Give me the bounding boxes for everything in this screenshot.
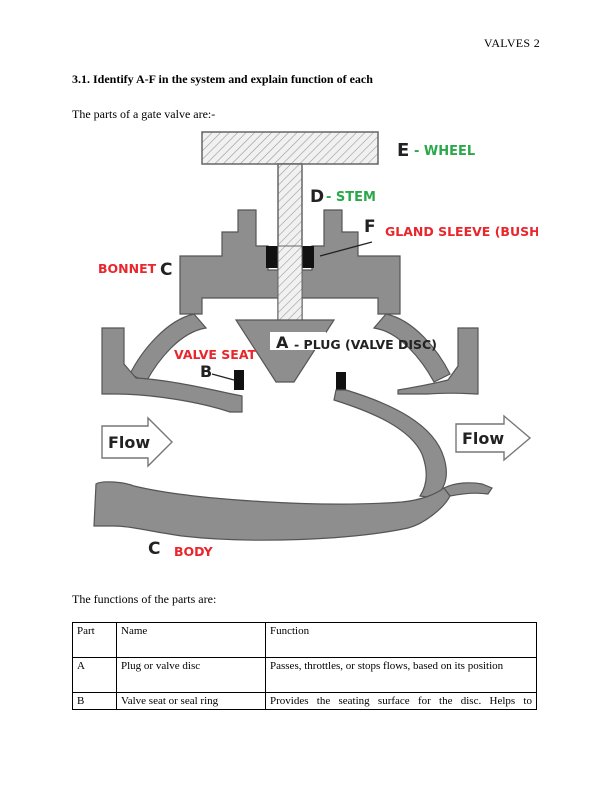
cell-function: Provides the seating surface for the dis… bbox=[265, 692, 537, 710]
gate-valve-diagram: E - WHEEL D - STEM F GLAND SLEEVE (BUSH)… bbox=[72, 128, 538, 572]
label-wheel: - WHEEL bbox=[414, 144, 475, 159]
label-gland-sleeve: GLAND SLEEVE (BUSH) bbox=[385, 224, 538, 239]
table-row: A Plug or valve disc Passes, throttles, … bbox=[72, 657, 537, 693]
label-flow-right: Flow bbox=[462, 429, 504, 448]
label-valve-seat: VALVE SEAT bbox=[174, 347, 257, 362]
running-head: VALVES 2 bbox=[483, 36, 540, 50]
bonnet-left bbox=[179, 209, 279, 315]
parts-function-table: Part Name Function A Plug or valve disc … bbox=[72, 622, 537, 710]
bonnet-right bbox=[301, 209, 401, 315]
seat-pointer bbox=[211, 373, 235, 381]
label-bonnet: BONNET bbox=[98, 261, 157, 276]
gland-pointer bbox=[319, 241, 373, 257]
gland-sleeve-left bbox=[266, 246, 278, 268]
section-heading: 3.1. Identify A-F in the system and expl… bbox=[72, 72, 373, 86]
intro-paragraph: The parts of a gate valve are:- bbox=[72, 107, 216, 121]
label-plug: - PLUG (VALVE DISC) bbox=[294, 337, 437, 352]
label-stem: - STEM bbox=[326, 190, 376, 205]
label-body: BODY bbox=[174, 544, 214, 559]
label-flow-left: Flow bbox=[108, 433, 150, 452]
label-c-bonnet: C bbox=[160, 260, 172, 280]
table-row: B Valve seat or seal ring Provides the s… bbox=[72, 692, 537, 710]
valve-seat-right bbox=[336, 372, 346, 390]
flow-arrow-right bbox=[455, 414, 532, 462]
label-a: A bbox=[276, 333, 289, 352]
label-b: B bbox=[200, 362, 212, 381]
header-function: Function bbox=[265, 622, 537, 658]
flow-arrow-left bbox=[101, 416, 173, 468]
label-f: F bbox=[364, 217, 376, 237]
cell-part: A bbox=[72, 657, 117, 693]
left-flange bbox=[101, 327, 243, 413]
label-c-body: C bbox=[148, 539, 160, 559]
cell-part: B bbox=[72, 692, 117, 710]
label-d: D bbox=[310, 187, 324, 207]
handwheel bbox=[201, 131, 379, 165]
cell-name: Plug or valve disc bbox=[116, 657, 266, 693]
cell-function: Passes, throttles, or stops flows, based… bbox=[265, 657, 537, 693]
header-name: Name bbox=[116, 622, 266, 658]
body-neck-right bbox=[372, 313, 451, 383]
functions-intro: The functions of the parts are: bbox=[72, 592, 217, 606]
label-e: E bbox=[397, 140, 409, 161]
right-flange bbox=[397, 327, 479, 395]
table-header-row: Part Name Function bbox=[72, 622, 537, 658]
gland-sleeve-right bbox=[302, 246, 314, 268]
valve-seat-left bbox=[234, 370, 244, 390]
header-part: Part bbox=[72, 622, 117, 658]
cell-name: Valve seat or seal ring bbox=[116, 692, 266, 710]
